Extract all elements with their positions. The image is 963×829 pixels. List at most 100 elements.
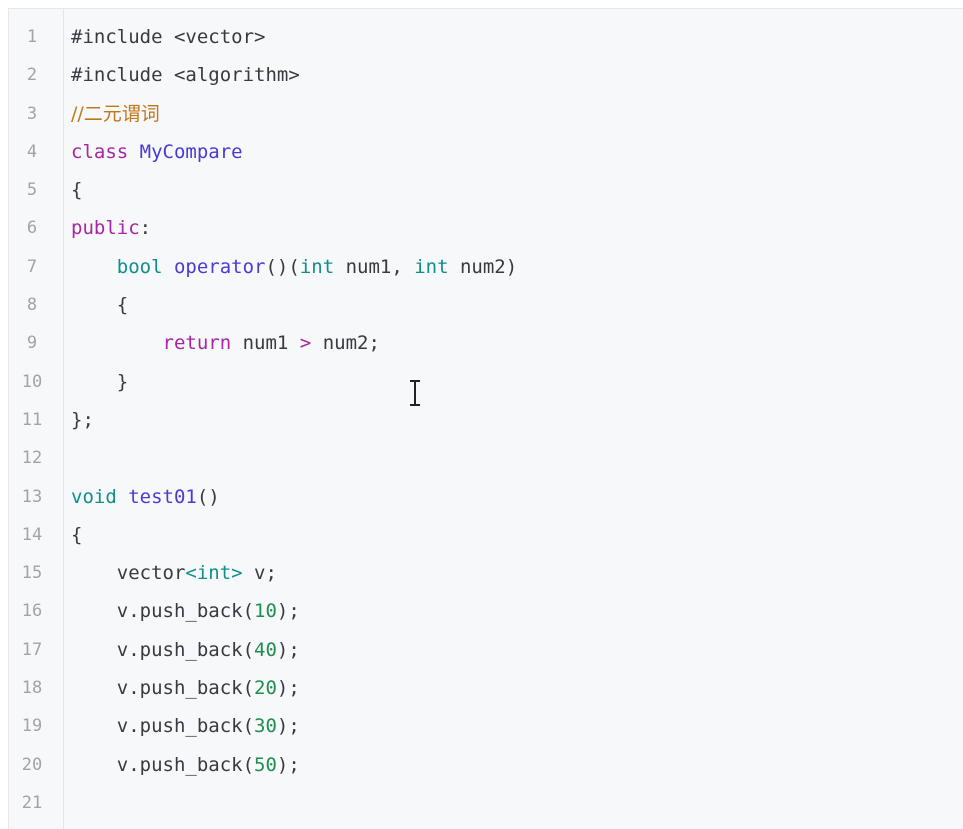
code-line[interactable]: 19 v.push_back(30); <box>9 707 963 745</box>
line-number: 11 <box>21 409 43 430</box>
code-text: return num1 > num2; <box>71 324 380 362</box>
line-number: 5 <box>26 180 38 201</box>
code-token: #include <algorithm> <box>71 64 300 87</box>
code-line[interactable]: 15 vector<int> v; <box>9 554 963 592</box>
code-token: v; <box>242 562 277 585</box>
code-token: num2; <box>311 332 380 355</box>
code-text: v.push_back(10); <box>71 592 300 630</box>
code-line[interactable]: 11}; <box>9 401 963 439</box>
code-text: v.push_back(20); <box>71 669 300 707</box>
code-line[interactable]: 20 v.push_back(50); <box>9 746 963 784</box>
code-line[interactable]: 14 { <box>9 516 963 554</box>
code-token: v.push_back( <box>71 715 255 738</box>
code-text: //二元谓词 <box>71 95 160 133</box>
code-token: ); <box>276 600 300 623</box>
code-lines: 1#include <vector>2#include <algorithm>3… <box>9 18 963 822</box>
code-token: test01 <box>128 485 197 508</box>
code-line[interactable]: 7 bool operator()(int num1, int num2) <box>9 248 963 286</box>
code-text: v.push_back(30); <box>71 707 300 745</box>
line-number: 13 <box>21 486 43 507</box>
code-token: ); <box>276 677 300 700</box>
line-number: 21 <box>21 792 43 813</box>
code-token: #include <vector> <box>71 26 266 48</box>
code-token: ); <box>276 715 300 738</box>
line-number: 16 <box>21 601 43 622</box>
code-text: } <box>71 363 128 401</box>
code-token: void <box>71 485 129 508</box>
code-token: 30 <box>254 715 277 738</box>
code-line[interactable]: 3 //二元谓词 <box>9 95 963 133</box>
code-token: 20 <box>254 677 277 700</box>
code-line[interactable]: 21 <box>9 784 963 822</box>
code-token: vector <box>71 562 186 585</box>
code-text: public: <box>71 209 151 247</box>
code-text: bool operator()(int num1, int num2) <box>71 248 517 286</box>
code-line[interactable]: 5{ <box>9 171 963 209</box>
code-token: } <box>71 370 129 393</box>
line-number-gutter <box>9 9 64 829</box>
line-number: 3 <box>26 103 38 124</box>
code-token: }; <box>71 408 94 431</box>
code-token: : <box>139 217 152 240</box>
code-token: public <box>71 217 140 240</box>
code-token: v.push_back( <box>71 753 255 776</box>
code-token: return <box>162 332 232 355</box>
code-token: { <box>71 179 83 202</box>
code-token: 50 <box>254 753 277 776</box>
line-number: 10 <box>21 371 43 392</box>
code-line[interactable]: 2#include <algorithm> <box>9 56 963 94</box>
code-token: bool <box>116 255 174 278</box>
code-line[interactable]: 1 #include <vector> <box>9 18 963 56</box>
code-token: 10 <box>254 600 277 623</box>
code-line[interactable]: 16 v.push_back(10); <box>9 592 963 630</box>
code-text: v.push_back(40); <box>71 631 300 669</box>
code-text: v.push_back(50); <box>71 746 300 784</box>
line-number: 12 <box>21 448 43 469</box>
code-token: MyCompare <box>139 140 243 163</box>
code-text: { <box>71 171 82 209</box>
code-text: { <box>71 286 128 324</box>
code-line[interactable]: 13 void test01() <box>9 478 963 516</box>
code-token: v.push_back( <box>71 600 255 623</box>
code-token: int <box>299 255 335 278</box>
code-line[interactable]: 9 return num1 > num2; <box>9 324 963 362</box>
code-token: v.push_back( <box>71 638 255 661</box>
code-token: num2) <box>448 255 518 278</box>
line-number: 9 <box>26 333 38 354</box>
code-text: { <box>71 516 82 554</box>
line-number: 7 <box>26 256 38 277</box>
code-token: class <box>71 140 140 163</box>
code-editor[interactable]: 1#include <vector>2#include <algorithm>3… <box>8 8 963 829</box>
code-line[interactable]: 18 v.push_back(20); <box>9 669 963 707</box>
text-cursor-icon <box>410 380 420 406</box>
code-text: vector<int> v; <box>71 554 277 592</box>
code-token: ()( <box>265 255 300 278</box>
line-number: 19 <box>21 716 43 737</box>
code-text: }; <box>71 401 94 439</box>
code-line[interactable]: 12 <box>9 439 963 477</box>
code-token: { <box>71 523 83 546</box>
code-token: //二元谓词 <box>71 102 160 125</box>
line-number: 17 <box>21 639 43 660</box>
code-text: #include <algorithm> <box>71 56 300 94</box>
code-token: num1, <box>334 255 415 278</box>
code-text: void test01() <box>71 478 220 516</box>
code-token: operator <box>173 255 266 278</box>
code-token <box>71 256 117 278</box>
line-number: 1 <box>26 27 38 47</box>
line-number: 15 <box>21 563 43 584</box>
code-token: num1 <box>231 332 300 355</box>
code-token: v.push_back( <box>71 677 255 700</box>
code-line[interactable]: 8 { <box>9 286 963 324</box>
code-text: #include <vector> <box>71 18 265 56</box>
line-number: 14 <box>21 524 43 545</box>
code-token: > <box>299 332 312 355</box>
code-token: int <box>414 255 449 278</box>
code-line[interactable]: 17 v.push_back(40); <box>9 631 963 669</box>
line-number: 20 <box>21 754 43 775</box>
code-token: () <box>196 485 220 508</box>
code-line[interactable]: 10 } <box>9 363 963 401</box>
code-token: { <box>71 294 129 317</box>
